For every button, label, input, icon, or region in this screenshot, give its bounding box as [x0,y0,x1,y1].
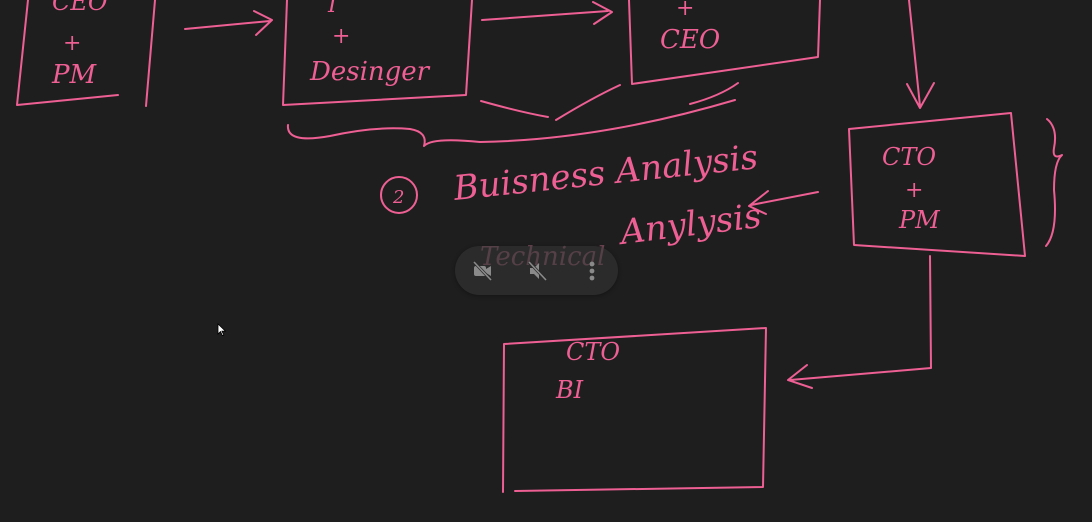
box-ceo [628,0,821,85]
mouse-pointer-icon [217,323,227,337]
box5-line2: BI [555,376,584,404]
box2-bottom-text: Desinger [309,57,431,87]
box4-plus: + [905,178,923,203]
box1-bottom-text: PM [51,60,97,90]
box4-top-text: CTO [882,143,936,171]
more-options-icon [589,261,595,281]
curly-brace-group [286,99,736,147]
box3-bottom-text: CEO [660,25,720,55]
arrow-left-from-box4 [748,190,819,215]
box-cto-bi [502,327,767,493]
business-analysis-label: Buisness Analysis [451,137,760,209]
box3-plus: + [676,0,694,21]
box2-plus: + [332,24,350,49]
arrow-box4-to-box5 [787,255,932,389]
box4-bottom-text: PM [898,206,941,234]
arrow-down-to-box4 [906,0,935,109]
box-cto-pm [848,112,1026,257]
box1-plus: + [63,31,81,56]
underline-strokes [480,82,739,121]
mute-button[interactable] [522,256,552,286]
mic-off-icon [527,260,548,282]
box-ceo-pm [16,0,156,107]
technical-label: Technical [480,242,605,272]
arrow-box1-to-box2 [184,10,273,36]
box-designer [282,0,473,106]
box1-top-text: CEO [52,0,108,16]
box5-line1: CTO [566,338,620,366]
call-controls-bar [455,246,618,295]
step-circle [380,176,418,214]
step-number: 2 [392,187,404,208]
right-brace [1045,118,1063,247]
technical-analysis-label: Anylysis [615,196,763,253]
box2-top-text: I [327,0,338,18]
more-options-button[interactable] [577,256,607,286]
video-off-icon [472,260,493,282]
video-off-button[interactable] [467,256,497,286]
arrow-box2-to-box3 [481,1,613,25]
